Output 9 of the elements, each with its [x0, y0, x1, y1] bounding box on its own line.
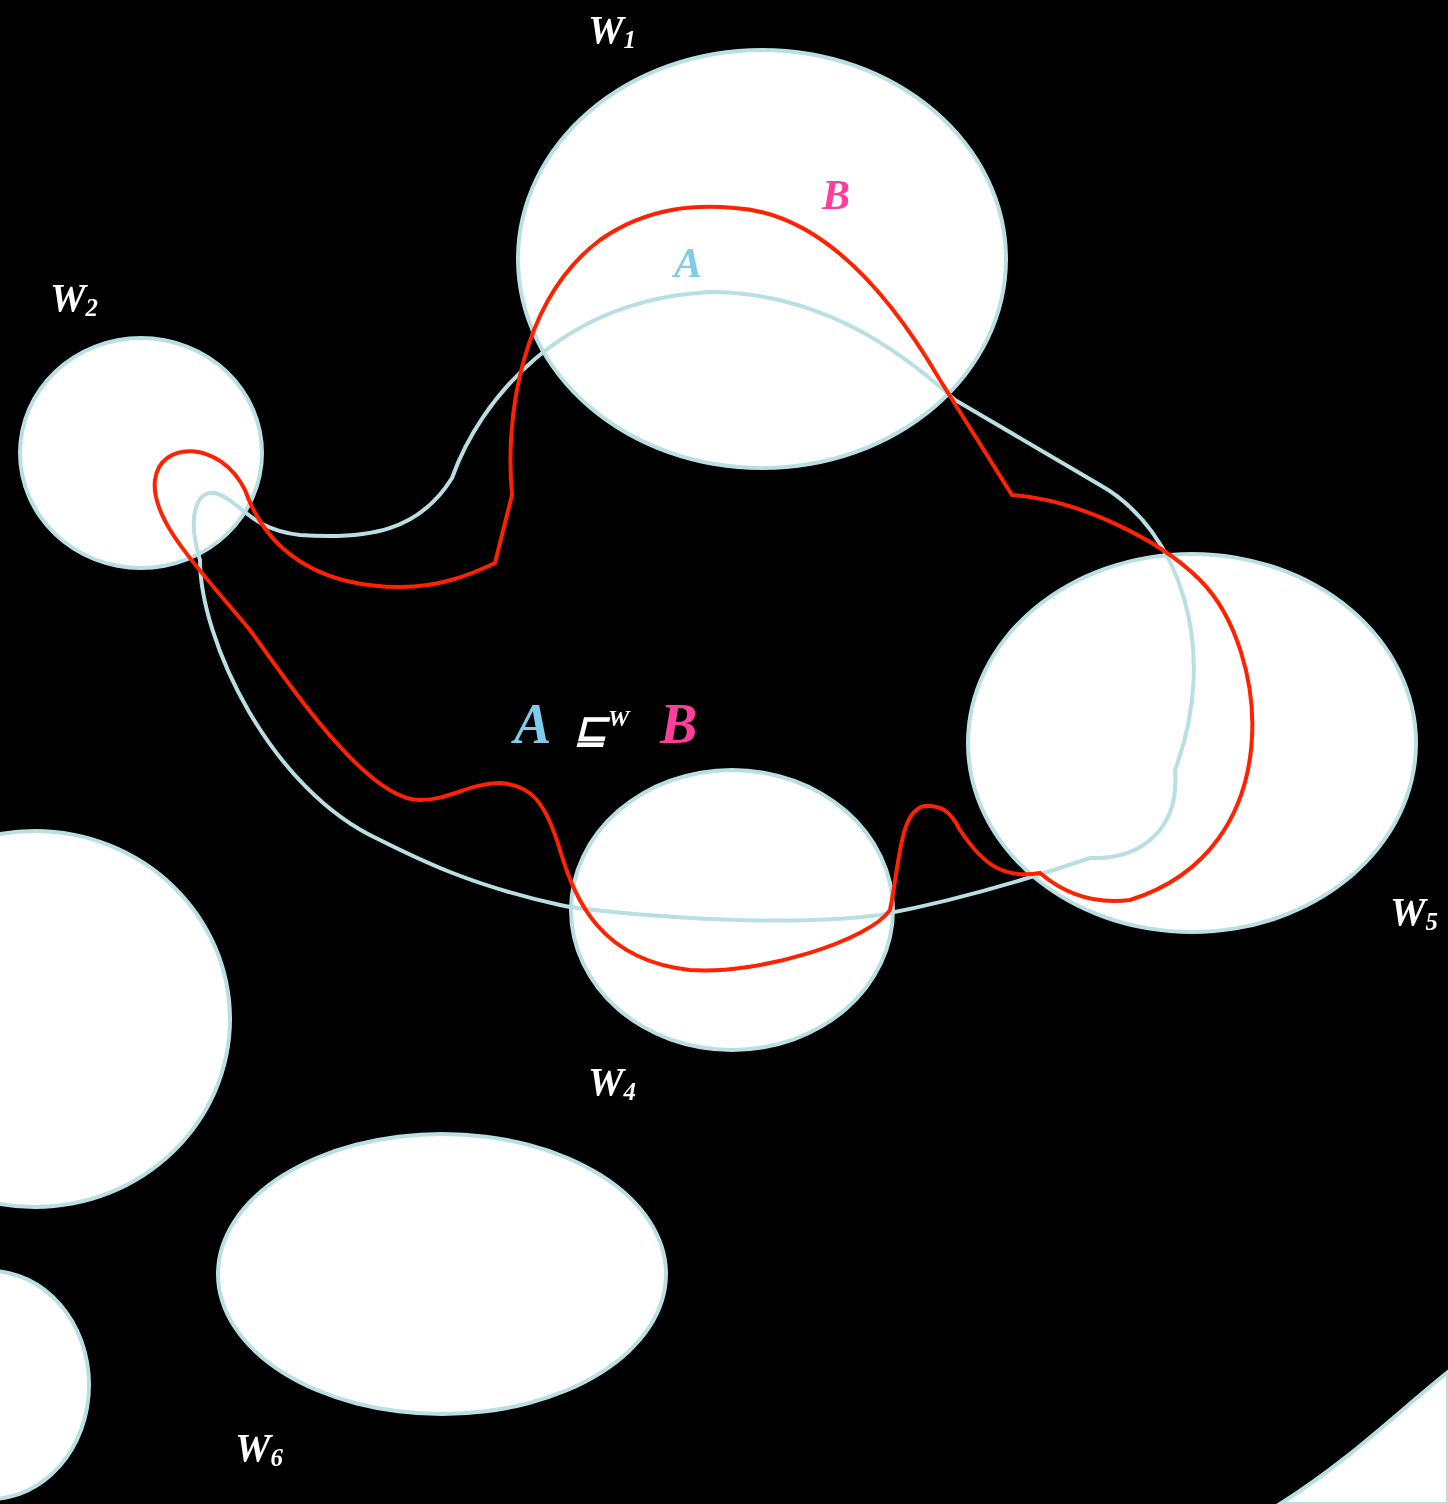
math-label: ⊑$^{W}$ — [574, 706, 630, 750]
region-label: W$_{5}$ — [1390, 892, 1438, 935]
region-label: W$_{2}$ — [50, 278, 98, 321]
math-label: B — [822, 174, 850, 216]
region-label: W$_{6}$ — [235, 1428, 283, 1471]
region-label: W$_{1}$ — [588, 10, 636, 53]
math-label: A — [674, 242, 702, 284]
region-label: W$_{4}$ — [588, 1062, 636, 1105]
math-label: B — [660, 696, 698, 752]
